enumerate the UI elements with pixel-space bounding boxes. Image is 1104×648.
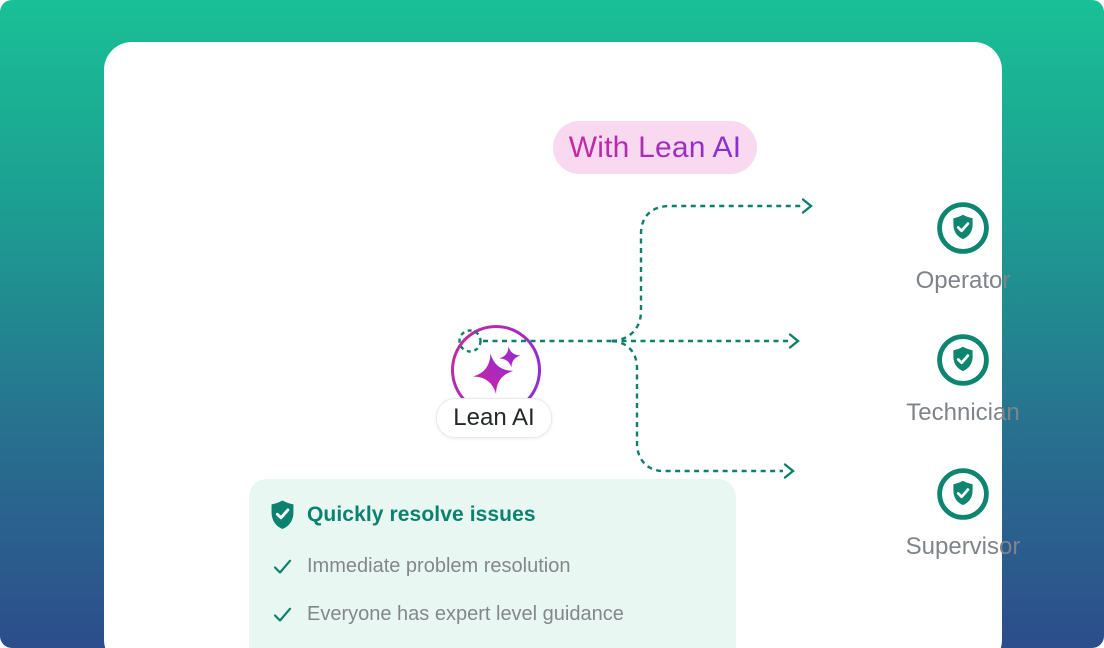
benefits-header: Quickly resolve issues: [249, 479, 736, 530]
role-node-technician: Technician: [893, 334, 1033, 428]
benefits-card: Quickly resolve issues Immediate problem…: [249, 479, 736, 648]
sparkle-icon: [472, 346, 521, 394]
shield-check-badge-icon: [937, 202, 989, 254]
role-node-supervisor: Supervisor: [893, 468, 1033, 562]
check-icon: [273, 559, 292, 574]
benefit-item: Everyone has expert level guidance: [272, 590, 736, 638]
shield-check-badge-icon: [937, 334, 989, 386]
benefits-list: Immediate problem resolution Everyone ha…: [249, 542, 736, 648]
content-card: With Lean AI Lean AI: [104, 42, 1020, 648]
heading-badge-label: With Lean AI: [568, 130, 742, 164]
role-label-operator: Operator: [915, 267, 1011, 294]
benefits-title: Quickly resolve issues: [307, 502, 536, 526]
role-label-supervisor: Supervisor: [905, 533, 1021, 560]
role-node-operator: Operator: [893, 202, 1033, 296]
lean-ai-label-pill: Lean AI: [436, 398, 552, 438]
role-label-technician: Technician: [906, 399, 1020, 426]
shield-check-icon: [271, 500, 294, 529]
benefit-item-text: Immediate problem resolution: [307, 554, 571, 577]
benefit-item: Immediate problem resolution: [272, 542, 736, 590]
check-icon: [273, 607, 292, 622]
lean-ai-label: Lean AI: [453, 404, 535, 431]
benefit-item-text: Everyone has expert level guidance: [307, 602, 624, 625]
heading-badge: With Lean AI: [553, 121, 757, 174]
benefit-item: Continue learning and improvement: [272, 638, 736, 648]
shield-check-badge-icon: [937, 468, 989, 520]
